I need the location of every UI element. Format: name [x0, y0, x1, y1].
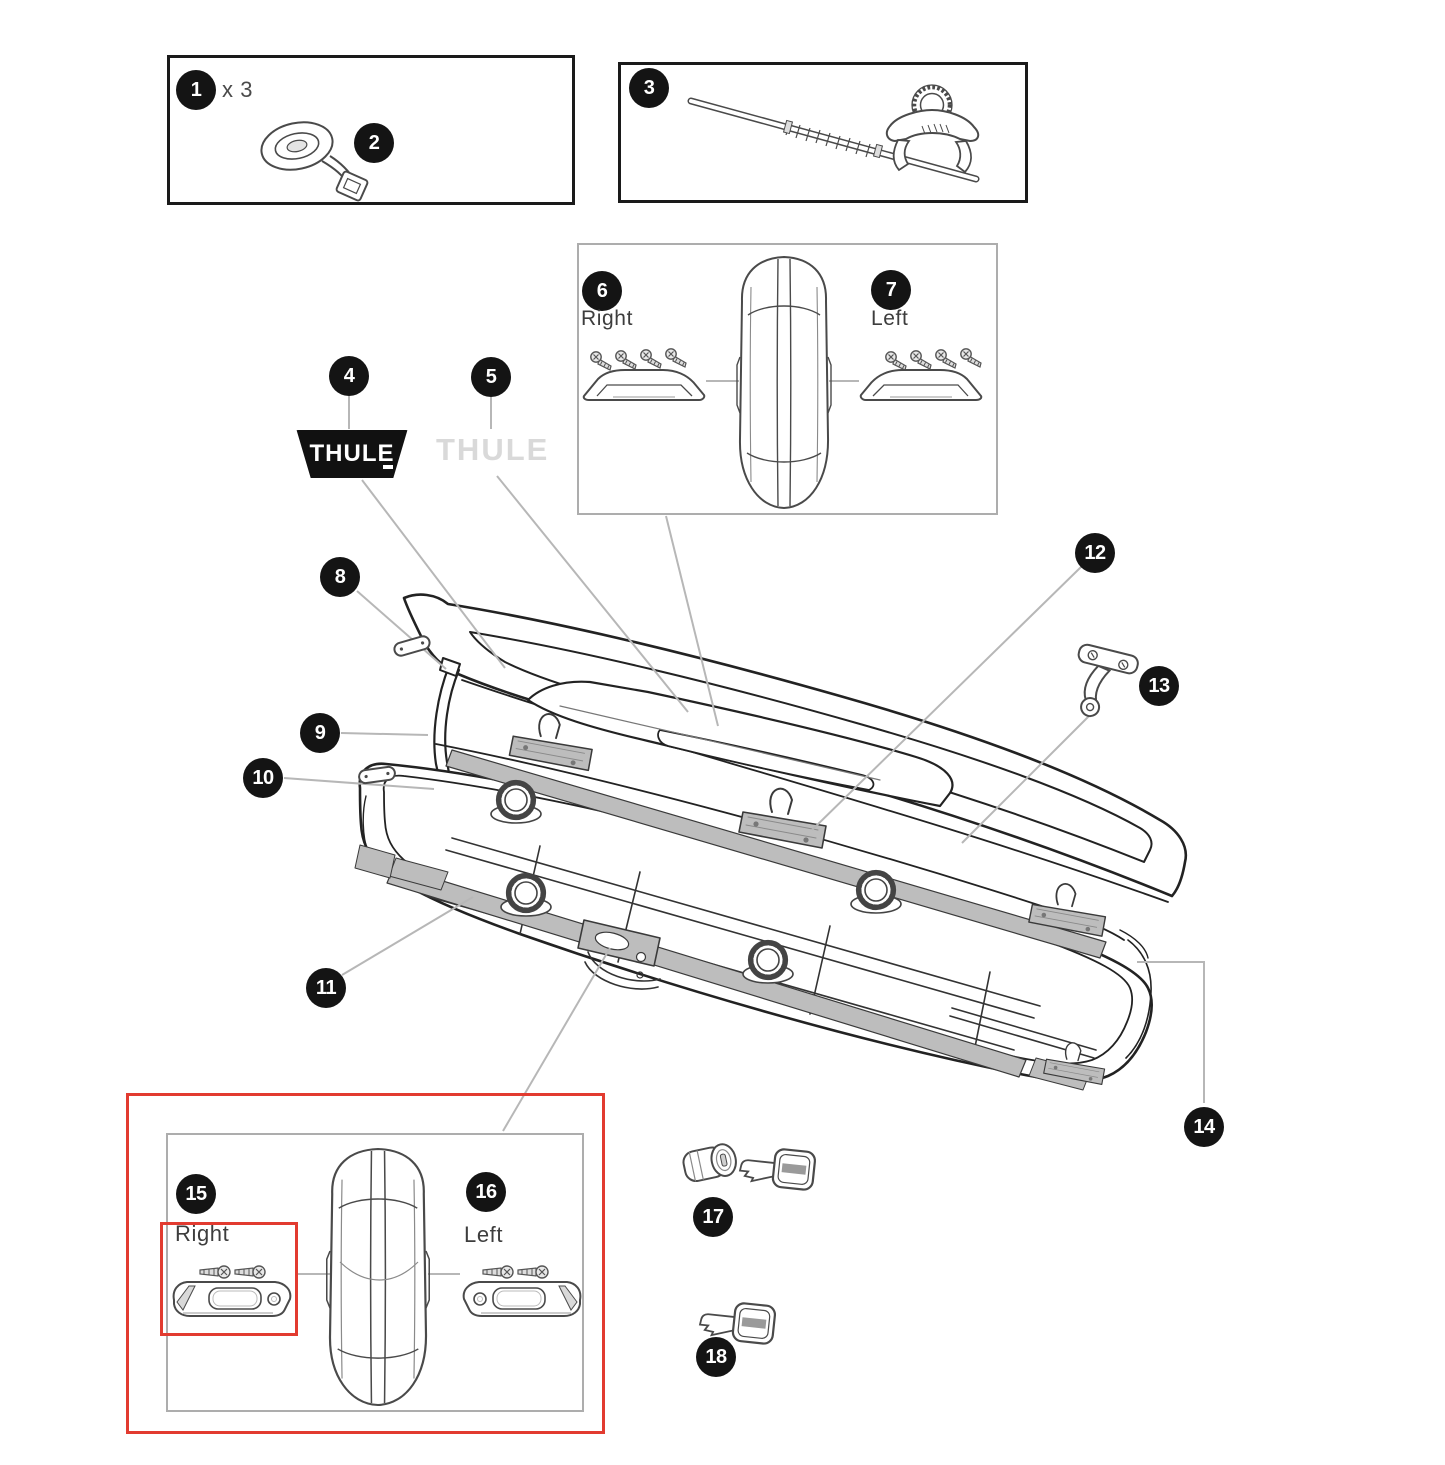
- callout-5: 5: [471, 357, 511, 397]
- callout-6: 6: [582, 271, 622, 311]
- callout-7: 7: [871, 270, 911, 310]
- callout-18: 18: [696, 1337, 736, 1377]
- left-label-upper: Left: [871, 307, 909, 330]
- right-label-upper: Right: [581, 307, 634, 330]
- callout-12: 12: [1075, 533, 1115, 573]
- highlight-frame-right-part: [160, 1222, 298, 1336]
- callout-8: 8: [320, 557, 360, 597]
- clamp-illustration: [885, 84, 980, 174]
- tension-rod-illustration: [687, 97, 980, 183]
- panel-lock-covers: [166, 1133, 584, 1412]
- callout-3: 3: [629, 68, 669, 108]
- callout-14: 14: [1184, 1107, 1224, 1147]
- callout-13: 13: [1139, 666, 1179, 706]
- quantity-label: x 3: [222, 77, 254, 102]
- panel-lid-cover-upper: [577, 243, 998, 515]
- callout-1: 1: [176, 70, 216, 110]
- thule-logo-ghost: THULE: [436, 432, 550, 467]
- callout-15: 15: [176, 1174, 216, 1214]
- roof-box-illustration: [354, 593, 1188, 1091]
- lid-cover-bottom-illustration: [325, 1147, 431, 1407]
- callout-17: 17: [693, 1197, 733, 1237]
- strap-illustration: [260, 121, 369, 202]
- thule-badge-dark: THULE: [296, 430, 408, 478]
- key-17-illustration: [736, 1141, 823, 1202]
- hinge-bracket-13: [1077, 643, 1139, 718]
- lock-cylinder-illustration: [682, 1143, 737, 1183]
- callout-4: 4: [329, 356, 369, 396]
- left-label-lower: Left: [464, 1222, 504, 1247]
- thule-badge-text: THULE: [309, 440, 395, 467]
- callout-11: 11: [306, 968, 346, 1008]
- callout-2: 2: [354, 123, 394, 163]
- thule-badge-mark: [383, 465, 393, 469]
- leader-lines: [283, 380, 1205, 1275]
- callout-9: 9: [300, 713, 340, 753]
- callout-16: 16: [466, 1172, 506, 1212]
- highlight-frame-outer: [126, 1093, 605, 1434]
- panel-straps: [167, 55, 575, 205]
- callout-10: 10: [243, 758, 283, 798]
- panel-rod: [618, 62, 1028, 203]
- right-label-lower: Right: [175, 1221, 230, 1246]
